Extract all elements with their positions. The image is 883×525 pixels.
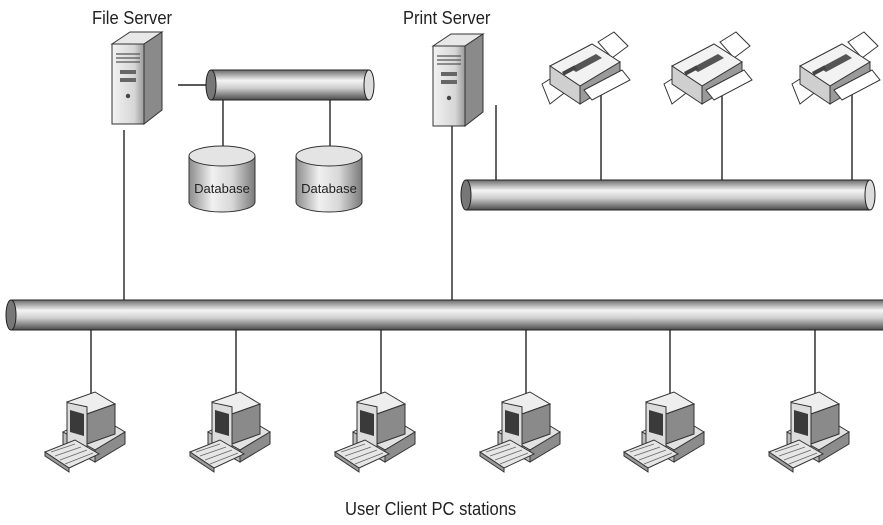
connector-lines [90,84,853,395]
client-pc-icon [623,391,705,473]
printer-icon [663,31,753,105]
client-pc-icon [44,391,126,473]
client-pc-icon [189,391,271,473]
database-bus-pipe [205,69,375,101]
database-2: Database [295,145,363,213]
printer-bus-pipe [460,179,876,211]
database-icon [188,145,256,213]
client-pc-icon [768,391,850,473]
database-label: Database [301,181,357,196]
print-server-label: Print Server [403,8,491,28]
file-server-label: File Server [92,8,173,28]
print-server-icon [432,33,484,127]
printer-icon [791,31,881,105]
database-1: Database [188,145,256,213]
printer-icon [541,31,631,105]
client-stations-label: User Client PC stations [345,499,517,519]
client-pc-icon [334,391,416,473]
file-server-icon [111,31,163,125]
client-pc-icon [479,391,561,473]
database-icon [295,145,363,213]
database-label: Database [194,181,250,196]
main-network-backbone [5,299,883,331]
